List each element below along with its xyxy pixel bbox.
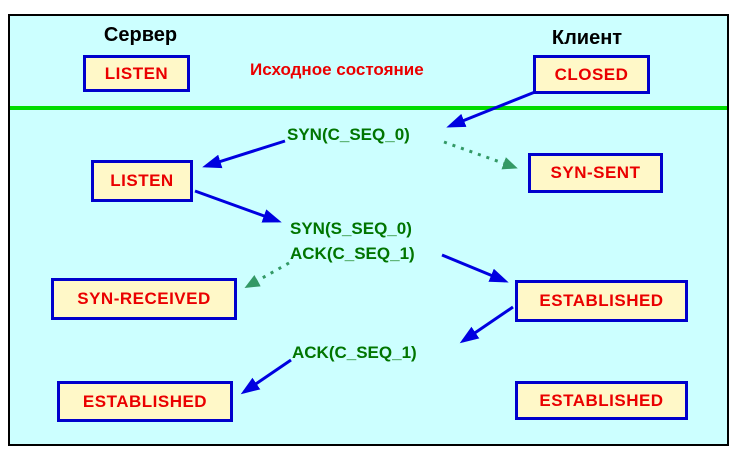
server-column-header: Сервер (103, 24, 178, 46)
state-box-client-closed: CLOSED (533, 55, 650, 94)
initial-state-divider-line (10, 106, 727, 110)
client-column-header: Клиент (551, 27, 623, 49)
state-box-server-established: ESTABLISHED (57, 381, 233, 422)
state-box-client-syn-sent: SYN-SENT (528, 153, 663, 193)
message-syn: SYN(C_SEQ_0) (287, 125, 410, 144)
message-synack-syn: SYN(S_SEQ_0) (290, 219, 412, 238)
arrow-dotted-synack-to-syn-received (244, 261, 290, 288)
state-box-client-established: ESTABLISHED (515, 280, 688, 322)
arrow-synack-to-established (441, 253, 509, 283)
arrow-ack-to-established (240, 358, 292, 395)
state-box-server-listen-initial: LISTEN (83, 55, 190, 92)
arrow-closed-to-syn (446, 90, 536, 128)
arrow-dotted-syn-to-syn-sent (443, 140, 518, 170)
state-box-server-syn-received: SYN-RECEIVED (51, 278, 237, 320)
arrow-listen-to-synack (194, 189, 282, 223)
arrow-established-to-ack (459, 305, 514, 344)
state-box-client-established-final: ESTABLISHED (515, 381, 688, 420)
message-ack-final: ACK(C_SEQ_1) (292, 343, 417, 362)
state-box-server-listen: LISTEN (91, 160, 193, 202)
arrow-syn-to-listen (202, 139, 286, 169)
initial-state-label: Исходное состояние (250, 60, 424, 79)
message-synack-ack: ACK(C_SEQ_1) (290, 244, 415, 263)
